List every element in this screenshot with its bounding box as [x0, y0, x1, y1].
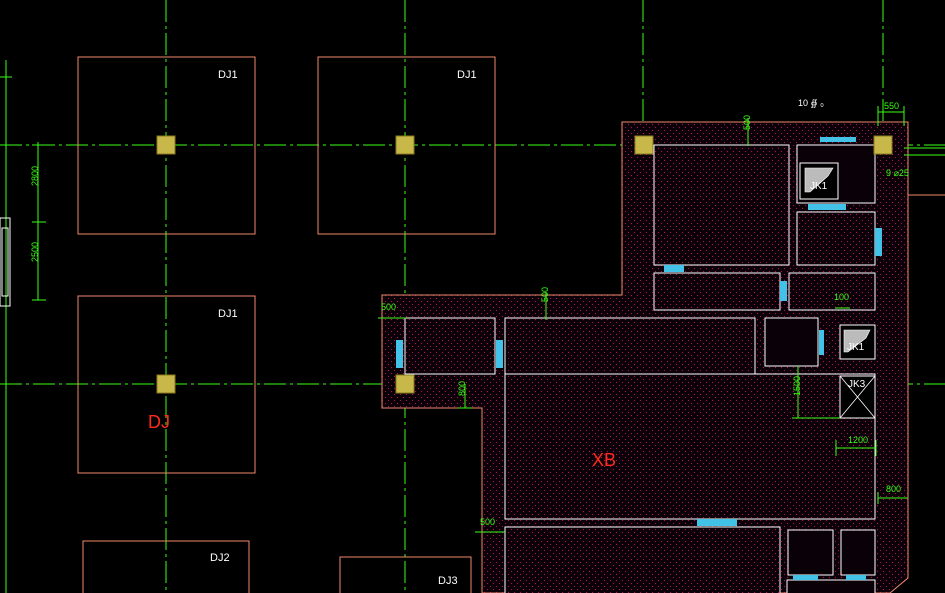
dim-800-left: 800 [457, 381, 467, 396]
dim-2500: 2500 [30, 242, 40, 262]
footing-label: DJ1 [218, 69, 238, 81]
dim-500-bottom: 500 [480, 517, 495, 527]
footing-label: DJ3 [438, 575, 458, 587]
footing-dj1-b[interactable]: DJ1 [317, 56, 496, 235]
footing-label: DJ1 [457, 69, 477, 81]
dim-1500: 1500 [792, 376, 802, 396]
footing-dj2[interactable]: DJ2 [82, 540, 250, 593]
dim-2800: 2800 [30, 166, 40, 186]
pit-jk1-b[interactable]: JK1 [839, 324, 876, 360]
dim-500-mid: 500 [540, 287, 550, 302]
annotation-dj: DJ [148, 412, 170, 432]
footing-dj3[interactable]: DJ3 [339, 556, 472, 593]
slab-hatch-fill [406, 146, 874, 593]
footing-label: DJ2 [210, 552, 230, 564]
pit-jk1-a[interactable]: JK1 [799, 162, 839, 200]
pit-jk3[interactable]: JK3 [839, 375, 876, 419]
dim-500-left: 500 [381, 302, 396, 312]
pit-label: JK1 [810, 181, 828, 192]
wall-openings [396, 137, 882, 580]
footing-dj1-a[interactable]: DJ1 [77, 56, 256, 235]
pit-label: JK1 [847, 342, 865, 353]
annotation-xb: XB [592, 450, 616, 470]
pit-label: JK3 [848, 379, 866, 390]
left-edge-element [0, 217, 11, 307]
rebar-top-note: 10 ∯ ₀ [798, 98, 824, 108]
slab-columns [395, 135, 893, 394]
column [156, 135, 176, 155]
column [156, 374, 176, 394]
rebar-right-note: 9 ⌀25 [886, 168, 909, 178]
column [395, 135, 415, 155]
dim-100: 100 [834, 292, 849, 302]
footing-dj1-c[interactable]: DJ1 [77, 295, 256, 474]
dim-550: 550 [884, 101, 899, 111]
slab-dimension-lines [378, 106, 945, 533]
dim-500-top: 500 [742, 115, 752, 130]
dim-1200: 1200 [848, 435, 868, 445]
dim-800-right: 800 [886, 484, 901, 494]
footing-label: DJ1 [218, 308, 238, 320]
left-dimension-chain [0, 60, 46, 593]
